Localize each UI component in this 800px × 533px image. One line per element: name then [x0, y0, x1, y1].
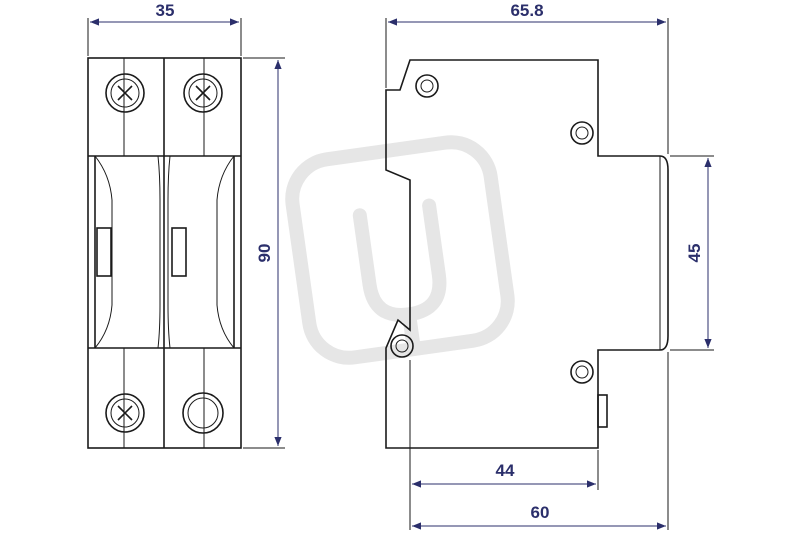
screw-icon [183, 73, 223, 113]
screw-icon [105, 73, 145, 113]
dimension-height: 90 [243, 57, 285, 449]
dimension-label: 65.8 [510, 1, 543, 20]
dimension-label: 90 [255, 244, 274, 263]
terminal-hole-icon [182, 392, 224, 434]
front-view [87, 57, 242, 449]
plug-logo-icon [285, 135, 515, 365]
dimension-front-width: 35 [87, 1, 242, 56]
dimension-label: 44 [496, 461, 515, 480]
dimension-label: 35 [156, 1, 175, 20]
dimension-depth-to-front: 44 [409, 360, 599, 530]
dimension-rail-height: 45 [670, 155, 714, 351]
screw-icon [105, 393, 145, 433]
dimension-label: 45 [685, 244, 704, 263]
side-view [385, 59, 669, 449]
dimension-total-depth: 60 [412, 352, 669, 530]
dimension-side-depth: 65.8 [385, 1, 669, 154]
dimension-label: 60 [531, 503, 550, 522]
